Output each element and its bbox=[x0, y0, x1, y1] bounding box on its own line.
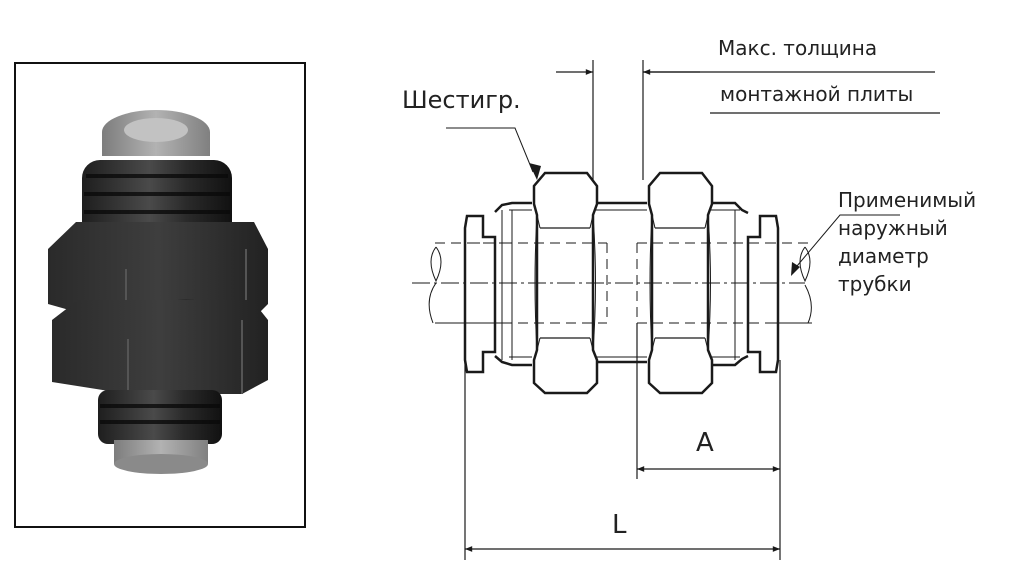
tube-od-label-line2: наружный bbox=[838, 216, 948, 240]
hex-label: Шестигр. bbox=[402, 86, 521, 114]
max-thickness-label-line2: монтажной плиты bbox=[720, 82, 914, 106]
tube-od-label: Применимый наружный диаметр трубки bbox=[838, 186, 976, 298]
dimension-L bbox=[464, 360, 780, 560]
hex-leader-line bbox=[446, 127, 534, 173]
max-thickness-label-line1: Макс. толщина bbox=[718, 36, 878, 60]
plate-thickness-dimension bbox=[556, 60, 940, 180]
product-photo bbox=[48, 110, 268, 474]
dimension-A-label: A bbox=[696, 428, 714, 458]
right-hex-nut bbox=[647, 171, 714, 395]
left-collet bbox=[463, 214, 497, 374]
dimension-L-label: L bbox=[612, 510, 627, 540]
left-hex-nut bbox=[532, 171, 599, 395]
right-collet bbox=[746, 214, 780, 374]
tube-od-label-line4: трубки bbox=[838, 272, 912, 296]
tube-od-label-line3: диаметр bbox=[838, 244, 929, 268]
technical-drawing bbox=[412, 60, 940, 560]
product-photo-frame bbox=[14, 62, 306, 528]
tube-od-label-line1: Применимый bbox=[838, 188, 977, 212]
dimension-A bbox=[636, 323, 781, 560]
fitting-body bbox=[494, 201, 749, 367]
tube-od-leader-line bbox=[796, 214, 900, 267]
